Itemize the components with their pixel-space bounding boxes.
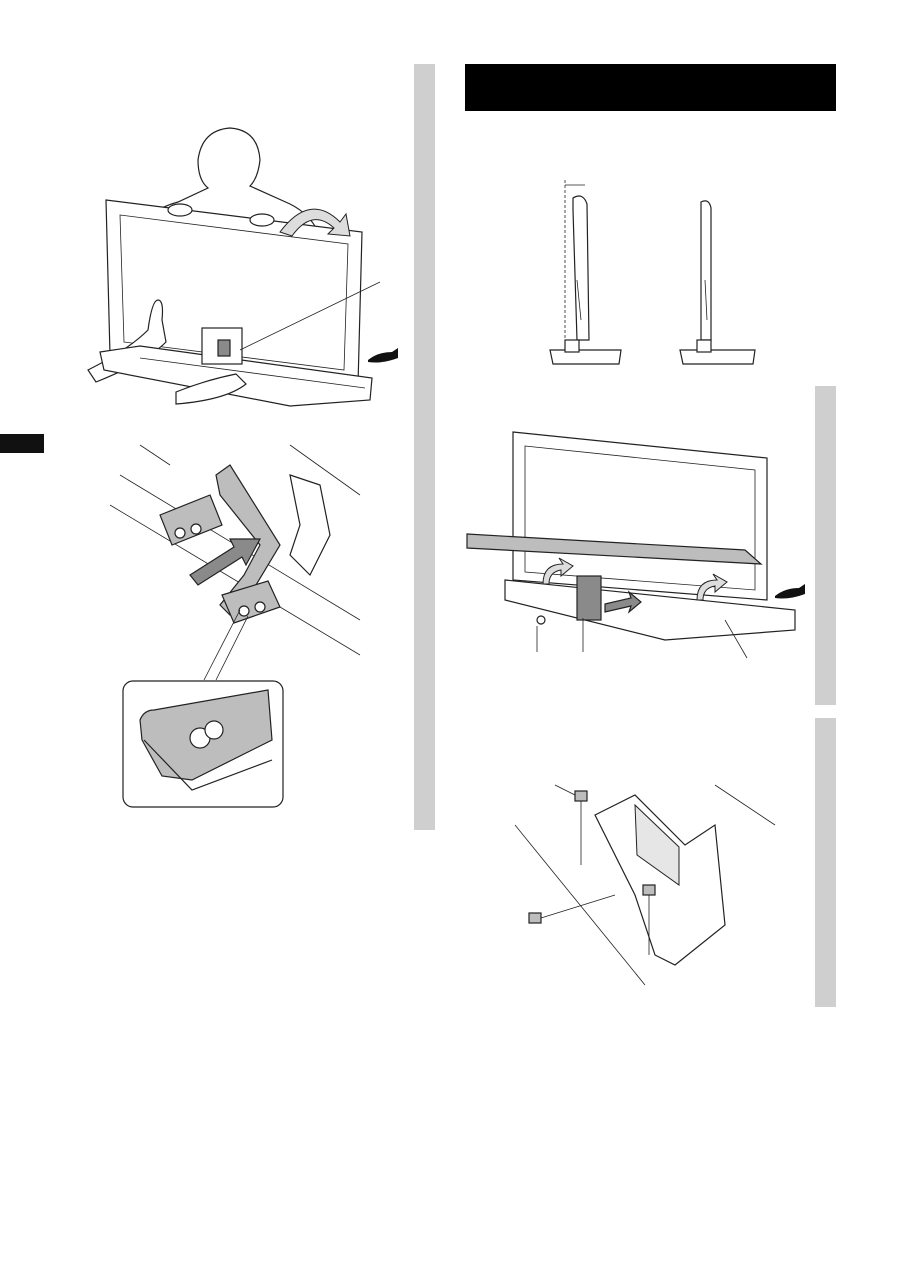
screw-left — [528, 894, 616, 924]
section-header — [465, 64, 836, 111]
bracket-hole-zoom-illustration — [122, 680, 284, 808]
right-side-bar-1 — [815, 386, 836, 705]
tilt-side-views-illustration — [549, 180, 756, 365]
bracket-slide-in-illustration — [109, 444, 361, 656]
left-side-bar — [414, 64, 435, 830]
screw-top — [574, 790, 588, 865]
screw-middle — [642, 884, 656, 955]
section-tab — [0, 434, 44, 453]
right-side-bar-2 — [815, 718, 836, 1007]
stand-cover-illustration — [466, 431, 805, 659]
zoom-connector-lines — [203, 609, 249, 681]
person-lifting-tv-illustration — [87, 127, 398, 407]
bracket-screws-illustration — [514, 784, 776, 986]
